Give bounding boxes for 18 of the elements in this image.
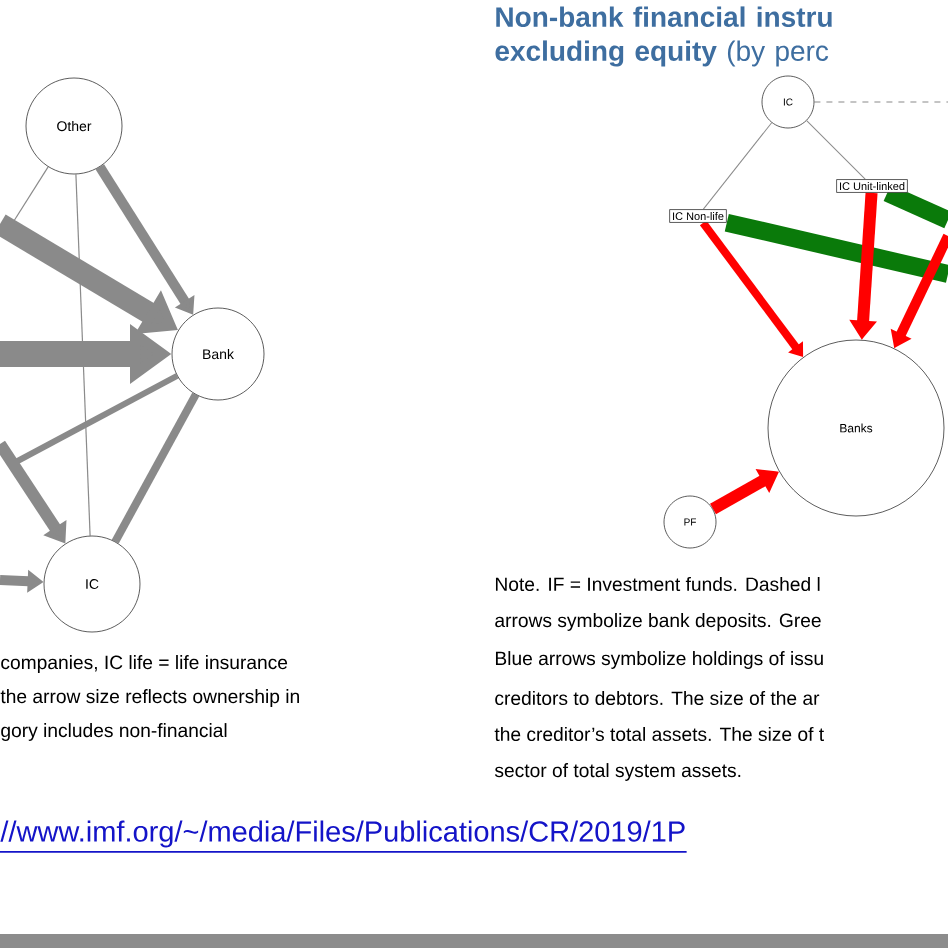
- title: Non-bank financial instru excluding equity (by perc: [495, 6, 832, 67]
- note-text: the creditor’s total assets. The size of t: [494, 727, 824, 742]
- connector-line: [702, 122, 773, 210]
- note-text: gory includes non-financial: [1, 723, 227, 741]
- connector-line: [111, 392, 200, 544]
- note-text: arrows symbolize bank deposits. Gree: [495, 613, 821, 631]
- note-text: creditors to debtors. The size of the ar: [495, 691, 820, 706]
- note-text: companies, IC life = life insurance: [1, 655, 288, 673]
- url-link: //www.imf.org/~/media/Files/Publications/CR/2019/1P: [0, 820, 688, 853]
- note-text: sector of total system assets.: [494, 763, 741, 781]
- connector-line: [75, 173, 91, 537]
- connector-line: [813, 101, 948, 103]
- note-text: Note. IF = Investment funds. Dashed l: [495, 576, 820, 592]
- note-text: Blue arrows symbolize holdings of issu: [495, 651, 823, 669]
- connector-line: [724, 213, 948, 283]
- connector-line: [806, 120, 866, 180]
- connector-line: [11, 166, 49, 225]
- note-text: the arrow size reflects ownership in: [0, 689, 299, 707]
